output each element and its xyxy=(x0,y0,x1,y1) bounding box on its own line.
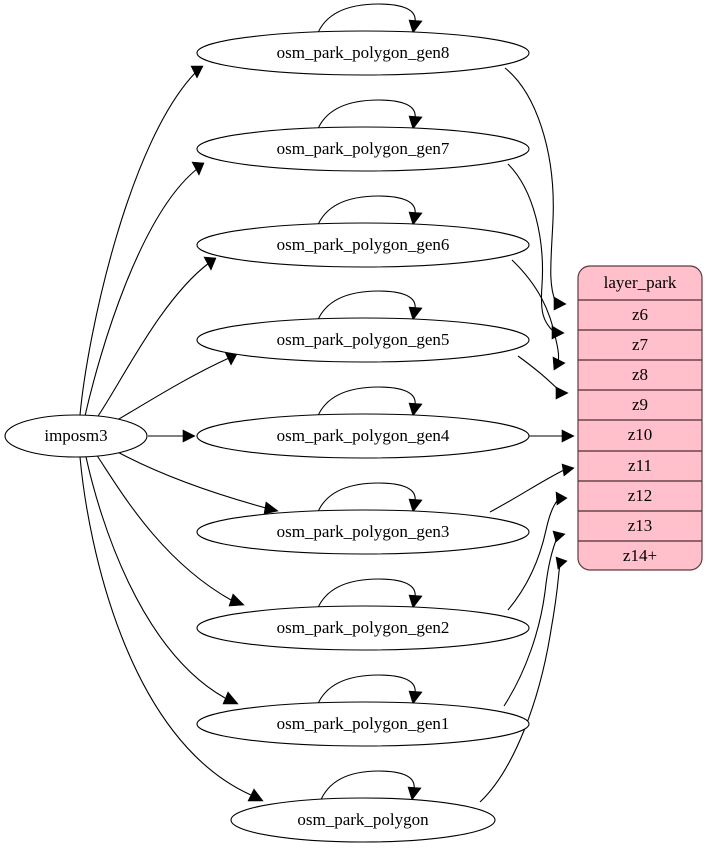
node-osm_park_polygon_gen3-shape[interactable] xyxy=(196,509,530,555)
edge-gen1-to-z13 xyxy=(503,530,566,707)
node-osm_park_polygon_gen7[interactable]: osm_park_polygon_gen7 xyxy=(196,126,530,172)
edge-gen8-to-z6 xyxy=(504,67,567,311)
node-osm_park_polygon-shape[interactable] xyxy=(230,797,496,843)
self-loop-gen3 xyxy=(316,482,423,515)
node-osm_park_polygon_gen1[interactable]: osm_park_polygon_gen1 xyxy=(196,701,530,747)
node-osm_park_polygon_gen2-shape[interactable] xyxy=(196,605,530,651)
edge-gen2-to-z12 xyxy=(507,491,568,611)
edge-imposm3-to-gen2 xyxy=(95,453,245,607)
self-loop-gen7 xyxy=(316,99,423,132)
self-loop-gen5 xyxy=(316,290,423,323)
node-osm_park_polygon_gen3-label: osm_park_polygon_gen3 xyxy=(277,522,450,541)
edge-imposm3-to-gen7 xyxy=(84,161,205,417)
self-loop-gen8 xyxy=(316,3,423,36)
node-imposm3-shape[interactable] xyxy=(4,414,148,458)
node-osm_park_polygon_gen6[interactable]: osm_park_polygon_gen6 xyxy=(196,222,530,268)
node-osm_park_polygon_gen8-label: osm_park_polygon_gen8 xyxy=(277,43,450,62)
table-row-z7[interactable]: z7 xyxy=(632,335,649,354)
node-osm_park_polygon_gen5-label: osm_park_polygon_gen5 xyxy=(277,330,450,349)
table-row-z13[interactable]: z13 xyxy=(628,516,653,535)
table-row-z9[interactable]: z9 xyxy=(632,395,648,414)
self-loop-gen4 xyxy=(316,386,423,419)
node-osm_park_polygon_gen6-label: osm_park_polygon_gen6 xyxy=(277,235,450,254)
edge-imposm3-to-gen4 xyxy=(148,429,196,443)
table-row-z8[interactable]: z8 xyxy=(632,365,648,384)
table-row-z14plus[interactable]: z14+ xyxy=(623,546,657,565)
node-osm_park_polygon_gen5[interactable]: osm_park_polygon_gen5 xyxy=(196,317,530,363)
node-osm_park_polygon_gen7-shape[interactable] xyxy=(196,126,530,172)
node-osm_park_polygon_gen8[interactable]: osm_park_polygon_gen8 xyxy=(196,30,530,76)
edge-gen5-to-z9 xyxy=(517,355,569,400)
node-osm_park_polygon_gen4[interactable]: osm_park_polygon_gen4 xyxy=(196,413,530,459)
edge-imposm3-to-polygon xyxy=(79,456,264,802)
self-loop-gen2 xyxy=(316,578,423,611)
edge-imposm3-to-gen3 xyxy=(111,448,279,515)
node-osm_park_polygon_gen4-label: osm_park_polygon_gen4 xyxy=(277,426,450,445)
edge-gen4-to-z10 xyxy=(529,429,575,443)
node-osm_park_polygon_gen3[interactable]: osm_park_polygon_gen3 xyxy=(196,509,530,555)
table-row-z10[interactable]: z10 xyxy=(628,425,653,444)
node-layer_park-table[interactable]: layer_park z6 z7 z8 z9 z10 z11 z12 z13 z… xyxy=(577,265,703,571)
node-osm_park_polygon-label: osm_park_polygon xyxy=(297,810,429,829)
table-row-z6[interactable]: z6 xyxy=(632,305,648,324)
node-osm_park_polygon_gen6-shape[interactable] xyxy=(196,222,530,268)
node-imposm3[interactable]: imposm3 xyxy=(4,414,148,458)
table-row-z12[interactable]: z12 xyxy=(628,486,653,505)
layer_park-table-body xyxy=(577,265,703,571)
table-header-layer_park: layer_park xyxy=(604,273,677,292)
self-loop-polygon xyxy=(319,770,422,803)
edge-imposm3-to-gen8 xyxy=(79,65,204,416)
table-edge-group xyxy=(479,67,575,803)
edge-polygon-to-z14 xyxy=(479,556,568,803)
edge-gen3-to-z11 xyxy=(489,463,575,513)
node-osm_park_polygon_gen4-shape[interactable] xyxy=(196,413,530,459)
node-osm_park_polygon_gen2[interactable]: osm_park_polygon_gen2 xyxy=(196,605,530,651)
node-osm_park_polygon_gen7-label: osm_park_polygon_gen7 xyxy=(277,139,450,158)
table-row-z11[interactable]: z11 xyxy=(628,456,652,475)
edge-gen6-to-z8 xyxy=(511,259,566,371)
node-osm_park_polygon_gen1-label: osm_park_polygon_gen1 xyxy=(277,714,450,733)
edge-imposm3-to-gen1 xyxy=(85,456,239,705)
node-osm_park_polygon_gen5-shape[interactable] xyxy=(196,317,530,363)
node-osm_park_polygon_gen2-label: osm_park_polygon_gen2 xyxy=(277,618,450,637)
self-loop-gen1 xyxy=(316,674,423,707)
node-imposm3-label: imposm3 xyxy=(44,426,107,445)
edge-imposm3-to-gen6 xyxy=(95,256,217,420)
self-loop-gen6 xyxy=(316,195,423,228)
node-osm_park_polygon_gen8-shape[interactable] xyxy=(196,30,530,76)
node-osm_park_polygon[interactable]: osm_park_polygon xyxy=(230,797,496,843)
self-loop-group xyxy=(316,3,423,803)
node-osm_park_polygon_gen1-shape[interactable] xyxy=(196,701,530,747)
